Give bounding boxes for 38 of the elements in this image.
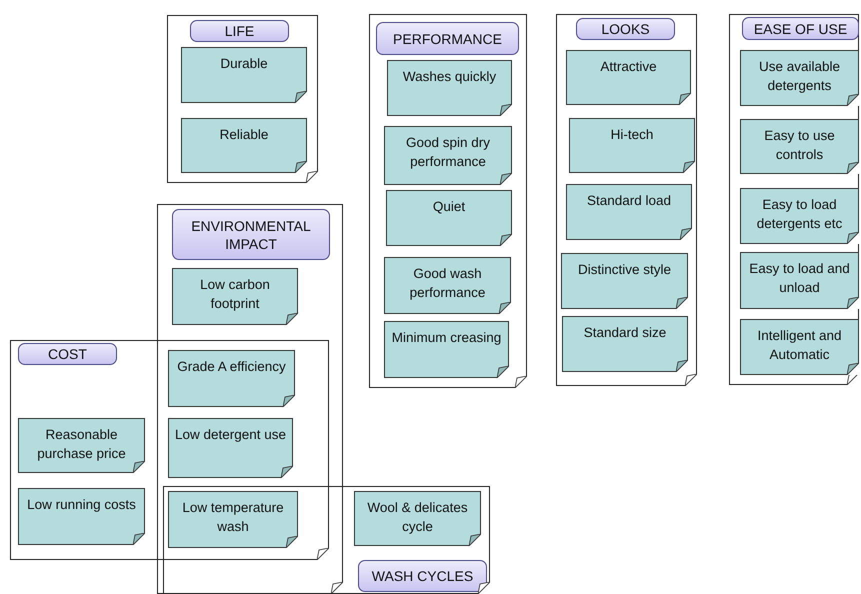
- sticky-note: Standard size: [562, 316, 688, 372]
- sticky-note: Easy to use controls: [740, 119, 859, 174]
- sticky-note: Low temperature wash: [168, 491, 298, 548]
- group-page: [556, 14, 697, 386]
- heading-tag: PERFORMANCE: [376, 22, 519, 55]
- group-page: [10, 340, 329, 560]
- sticky-note: Wool & delicates cycle: [354, 491, 481, 546]
- group-page: [167, 15, 318, 183]
- sticky-note: Low detergent use: [168, 418, 293, 478]
- sticky-note: Distinctive style: [561, 253, 688, 309]
- heading-tag: LIFE: [190, 20, 289, 42]
- sticky-note: Good wash performance: [384, 257, 511, 314]
- sticky-note: Use available detergents: [740, 50, 859, 106]
- heading-tag: ENVIRONMENTAL IMPACT: [172, 209, 330, 260]
- sticky-note: Easy to load detergents etc: [740, 188, 859, 244]
- sticky-note: Hi-tech: [569, 118, 695, 173]
- sticky-note: Intelligent and Automatic: [740, 319, 859, 375]
- heading-tag: COST: [18, 343, 117, 365]
- heading-tag: LOOKS: [576, 18, 675, 40]
- sticky-note: Attractive: [566, 50, 691, 105]
- sticky-note: Standard load: [566, 184, 692, 240]
- group-page: [157, 204, 343, 594]
- group-page: [729, 14, 859, 385]
- heading-tag: EASE OF USE: [742, 17, 859, 40]
- group-page: [369, 14, 527, 388]
- sticky-note: Washes quickly: [387, 60, 512, 116]
- sticky-note: Quiet: [386, 190, 512, 246]
- sticky-note: Good spin dry performance: [384, 126, 512, 185]
- sticky-note: Low running costs: [18, 488, 145, 545]
- sticky-note: Reasonable purchase price: [18, 418, 145, 473]
- sticky-note: Grade A efficiency: [168, 350, 295, 407]
- sticky-note: Reliable: [181, 118, 307, 173]
- sticky-note: Easy to load and unload: [740, 252, 859, 309]
- sticky-note: Low carbon footprint: [172, 268, 298, 325]
- group-page: [163, 486, 490, 594]
- sticky-note: Durable: [181, 47, 307, 103]
- heading-tag: WASH CYCLES: [358, 560, 487, 592]
- sticky-note: Minimum creasing: [384, 321, 509, 378]
